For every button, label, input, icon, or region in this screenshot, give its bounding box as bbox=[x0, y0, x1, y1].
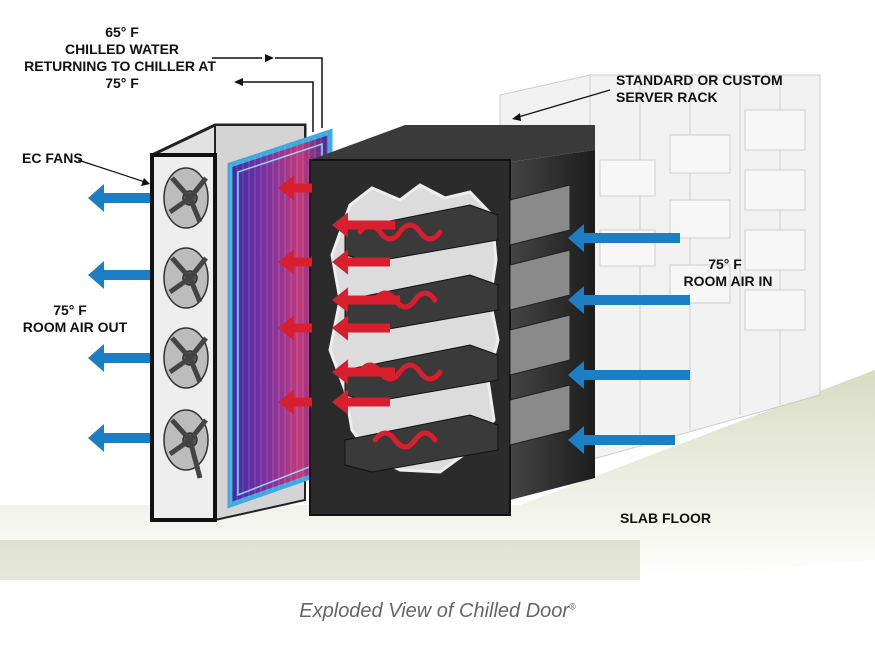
slab-floor bbox=[0, 370, 875, 580]
cold-air-in-arrows bbox=[568, 224, 690, 454]
hot-air-arrow bbox=[332, 212, 395, 238]
hot-air-arrow bbox=[332, 389, 390, 415]
air-out-temp-label: 75° F bbox=[53, 302, 87, 318]
cooling-coil bbox=[227, 128, 333, 509]
return-temp-label: 75° F bbox=[105, 75, 139, 91]
cold-air-out-arrows bbox=[88, 184, 150, 452]
fan-icon bbox=[163, 167, 209, 229]
fan-icon bbox=[163, 409, 209, 479]
arrow-icon bbox=[512, 113, 521, 121]
hot-air-arrow bbox=[332, 359, 395, 385]
caption-text: Exploded View of Chilled Door bbox=[299, 600, 570, 622]
cold-air-arrow bbox=[88, 184, 150, 212]
slab-floor-label: SLAB FLOOR bbox=[620, 510, 711, 526]
hot-air-arrow bbox=[332, 287, 400, 313]
air-in-temp-label: 75° F bbox=[708, 256, 742, 272]
arrow-icon bbox=[141, 178, 150, 186]
air-in-label: ROOM AIR IN bbox=[683, 273, 773, 289]
cold-air-arrow bbox=[88, 344, 150, 372]
chilled-water-lines bbox=[212, 54, 323, 132]
hot-air-arrow bbox=[278, 249, 312, 275]
rack-label-line2: SERVER RACK bbox=[616, 89, 718, 105]
rack-label-line1: STANDARD OR CUSTOM bbox=[616, 72, 783, 88]
server-unit bbox=[509, 184, 571, 446]
cold-air-arrow bbox=[88, 261, 150, 289]
chilled-water-label: CHILLED WATER bbox=[64, 41, 180, 57]
leader-lines bbox=[77, 89, 611, 186]
arrow-icon bbox=[265, 54, 274, 62]
hot-air-arrow bbox=[278, 389, 312, 415]
cold-air-arrow bbox=[568, 286, 690, 314]
cold-air-arrow bbox=[88, 424, 150, 452]
cold-air-arrow bbox=[568, 361, 690, 389]
hot-air-arrow bbox=[278, 315, 312, 341]
cold-air-arrow bbox=[568, 426, 675, 454]
hot-air-arrow bbox=[278, 175, 312, 201]
ec-fans-label: EC FANS bbox=[22, 150, 83, 166]
hot-air-arrow bbox=[332, 249, 390, 275]
hot-air-arrow bbox=[332, 315, 390, 341]
air-out-label: ROOM AIR OUT bbox=[22, 319, 128, 335]
diagram-caption: Exploded View of Chilled Door® bbox=[0, 600, 875, 623]
cold-air-arrow bbox=[568, 224, 680, 252]
fan-icon bbox=[163, 247, 209, 309]
returning-label: RETURNING TO CHILLER AT bbox=[24, 58, 216, 74]
hot-air-arrows bbox=[278, 175, 400, 415]
fan-icon bbox=[163, 327, 209, 389]
arrow-icon bbox=[234, 78, 243, 86]
registered-mark: ® bbox=[569, 601, 576, 612]
supply-temp-label: 65° F bbox=[105, 24, 139, 40]
server-rack bbox=[309, 125, 595, 516]
